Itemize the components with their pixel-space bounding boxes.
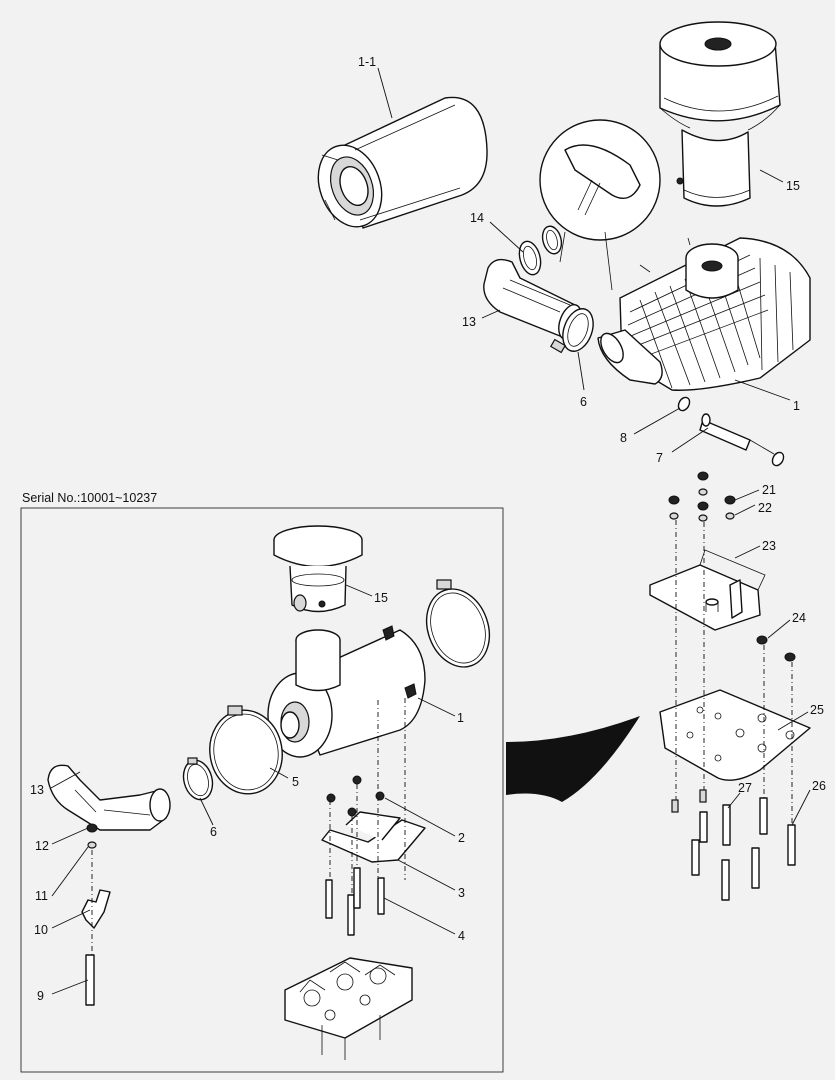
- inset-callout-5: 5: [292, 775, 299, 789]
- inset-callout-12: 12: [35, 839, 49, 853]
- nuts-24: [756, 635, 796, 662]
- inset-clamp-6: [182, 757, 214, 801]
- precleaner-cap: [659, 21, 781, 207]
- inset-frame: [20, 507, 504, 1073]
- inset-callout-11: 11: [35, 889, 48, 903]
- callout-8: 8: [620, 431, 627, 445]
- inset-callout-4: 4: [458, 929, 465, 943]
- clamps-14: [518, 225, 563, 276]
- serial-number-note: Serial No.:10001~10237: [22, 491, 157, 505]
- callout-27: 27: [738, 781, 752, 795]
- plate-25: [659, 689, 811, 781]
- callout-1-1: 1-1: [358, 55, 376, 69]
- callout-24: 24: [792, 611, 806, 625]
- callout-14: 14: [470, 211, 484, 225]
- inset-precleaner-cap: [273, 525, 363, 613]
- callout-15: 15: [786, 179, 800, 193]
- pointer-wedge: [506, 716, 640, 802]
- callout-1: 1: [793, 399, 800, 413]
- tube-7: [699, 413, 785, 467]
- inset-parts-9-12: [81, 823, 111, 1006]
- detail-view-circle: [539, 119, 661, 291]
- clamp-6-top: [549, 308, 594, 354]
- inset-callout-2: 2: [458, 831, 465, 845]
- callout-21: 21: [762, 483, 776, 497]
- callout-25: 25: [810, 703, 824, 717]
- nuts-and-washers-21-22: [668, 471, 736, 522]
- studs-26-27: [671, 789, 796, 901]
- inset-callout-15: 15: [374, 591, 388, 605]
- callout-23: 23: [762, 539, 776, 553]
- inset-callout-3: 3: [458, 886, 465, 900]
- inset-housing: [267, 625, 426, 758]
- leader-lines: [50, 67, 811, 995]
- inset-callout-6: 6: [210, 825, 217, 839]
- inset-callout-10: 10: [34, 923, 48, 937]
- inset-callout-9: 9: [37, 989, 44, 1003]
- inset-callout-13: 13: [30, 783, 44, 797]
- callout-22: 22: [758, 501, 772, 515]
- inset-callout-1: 1: [457, 711, 464, 725]
- inset-elbow-hose: [47, 764, 171, 831]
- callout-labels: 1-1 14 15 13 6 1 8 7 21 22 23 24 25 27 2…: [30, 55, 826, 1003]
- bracket-23: [649, 549, 766, 631]
- air-cleaner-housing: [597, 237, 811, 391]
- callout-26: 26: [812, 779, 826, 793]
- ring-8: [677, 396, 691, 412]
- callout-13: 13: [462, 315, 476, 329]
- inset-band-clamps: [209, 579, 491, 795]
- callout-7: 7: [656, 451, 663, 465]
- filter-element: [317, 96, 488, 229]
- callout-6: 6: [580, 395, 587, 409]
- inset-bracket-2-3: [321, 775, 426, 863]
- inset-cylinder-head: [284, 957, 413, 1060]
- inset-studs-4: [325, 867, 385, 936]
